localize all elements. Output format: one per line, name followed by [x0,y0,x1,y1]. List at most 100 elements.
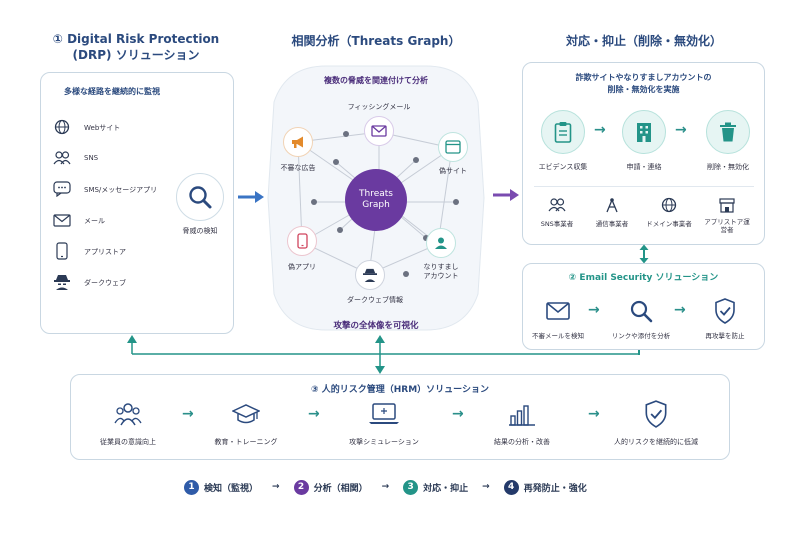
sns-users-icon [52,148,72,168]
channel-web-label: Webサイト [84,124,121,132]
bar-chart-icon [506,400,538,428]
email-arrow-1: → [588,302,600,318]
resp-arrow-1: → [594,122,606,138]
flow-step-2-number: 2 [293,479,309,495]
partner-appstore-label: アプリストア運営者 [704,218,750,234]
flow-step-3-label: 対応・抑止 [423,483,469,494]
hrm-arrow-4: → [588,406,600,422]
partner-telecom-label: 通信事業者 [595,220,629,228]
employees-icon [112,400,144,428]
email-search-icon [626,297,656,325]
feedback-connector-right [638,350,640,355]
web-globe-icon [52,117,72,137]
feedback-connector [120,332,640,376]
flow-step-4-number: 4 [503,479,519,495]
email-title: ② Email Security ソリューション [568,273,719,283]
response-subtitle-line1: 詐欺サイトやなりすましアカウントの [575,73,712,82]
response-divider [534,186,754,187]
arrow-response-email [638,244,650,268]
channel-sms-label: SMS/メッセージアプリ [84,186,158,194]
channel-darkweb-label: ダークウェブ [84,279,126,287]
drp-title-line1: ① Digital Risk Protection [52,32,220,46]
email-arrow-2: → [674,302,686,318]
flow-step-4-label: 再発防止・強化 [523,483,587,494]
channel-appstore-label: アプリストア [84,248,126,256]
email-mail-icon [543,298,573,324]
threats-graph-center: Threats Graph [345,169,407,231]
hrm-panel [70,374,730,460]
flow-arrow-1: → [272,482,280,492]
antenna-tower-icon [601,196,623,214]
partner-sns-label: SNS事業者 [540,220,574,228]
partner-domain-label: ドメイン事業者 [646,220,692,228]
flow-step-2: 2 分析（相関） [293,479,368,495]
building-icon [622,110,666,154]
response-title: 対応・抑止（削除・無効化） [565,34,722,48]
hrm-shield-icon [640,398,672,430]
flow-step-1: 1 検知（監視） [184,479,259,495]
hrm-arrow-1: → [182,406,194,422]
node-spoof-line2: アカウント [423,272,459,280]
fake-app-icon [287,226,317,256]
node-ads-label: 不審な広告 [280,164,316,172]
domain-globe-icon [658,196,680,214]
trash-icon [706,110,750,154]
flow-step-4: 4 再発防止・強化 [503,479,587,495]
chat-bubble-icon [52,179,72,199]
mail-icon [52,210,72,230]
center-line2: Graph [362,200,390,210]
arrow-drp-to-graph [237,189,265,209]
megaphone-icon [283,127,313,157]
resp-arrow-2: → [675,122,687,138]
hrm-step4-label: 結果の分析・改善 [494,438,550,446]
node-fakesite-label: 偽サイト [439,167,467,175]
flow-arrow-2: → [381,482,390,492]
channel-sns-label: SNS [84,154,99,162]
center-line1: Threats [359,189,393,199]
hrm-step1-label: 従業員の意識向上 [100,438,156,446]
flow-step-1-number: 1 [184,479,199,495]
hrm-arrow-2: → [308,406,320,422]
response-subtitle-line2: 削除・無効化を実施 [607,85,680,94]
node-phishing-label: フィッシングメール [347,103,411,111]
graph-title: 相関分析（Threats Graph） [291,34,461,48]
flow-step-1-label: 検知（監視） [204,483,259,494]
dark-web-icon [355,260,385,290]
node-darkweb-label: ダークウェブ情報 [347,296,403,304]
hrm-title: ③ 人的リスク管理（HRM）ソリューション [311,385,489,395]
node-spoof-label: なりすまし アカウント [416,263,466,281]
spoof-account-icon [426,228,456,258]
email-step3-label: 再攻撃を防止 [705,332,745,340]
graph-subtitle: 複数の脅威を関連付けて分析 [324,76,428,85]
email-step2-label: リンクや添付を分析 [611,332,671,340]
fake-site-icon [438,132,468,162]
email-step1-label: 不審メールを検知 [532,332,584,340]
store-icon [716,196,738,214]
arrow-graph-to-response [492,187,520,207]
flow-step-3: 3 対応・抑止 [403,479,469,495]
shield-check-icon [710,296,740,326]
graduation-cap-icon [230,400,262,428]
response-subtitle: 詐欺サイトやなりすましアカウントの 削除・無効化を実施 [530,72,757,96]
hrm-step5-label: 人的リスクを継続的に低減 [614,438,698,446]
sns-partner-icon [546,196,568,214]
resp-step3-label: 削除・無効化 [707,163,749,171]
drp-subtitle: 多様な経路を継続的に監視 [64,87,160,96]
resp-step2-label: 申請・連絡 [626,163,662,171]
flow-step-2-label: 分析（相関） [313,483,368,494]
channel-mail-label: メール [84,217,105,225]
hacker-icon [52,272,72,292]
hrm-arrow-3: → [452,406,464,422]
search-icon [176,173,224,221]
drp-title-line2: (DRP) ソリューション [72,48,200,62]
hrm-step2-label: 教育・トレーニング [214,438,278,446]
node-fakeapp-label: 偽アプリ [288,263,316,271]
drp-title: ① Digital Risk Protection (DRP) ソリューション [38,32,234,63]
hrm-step3-label: 攻撃シミュレーション [349,438,419,446]
phishing-mail-icon [364,116,394,146]
flow-step-3-number: 3 [403,479,419,495]
bottom-flow: 1 検知（監視） → 2 分析（相関） → 3 対応・抑止 → 4 再発防止・強… [184,477,654,497]
resp-step1-label: エビデンス収集 [538,163,588,171]
detect-label: 脅威の検知 [182,227,218,235]
laptop-icon [366,400,402,428]
